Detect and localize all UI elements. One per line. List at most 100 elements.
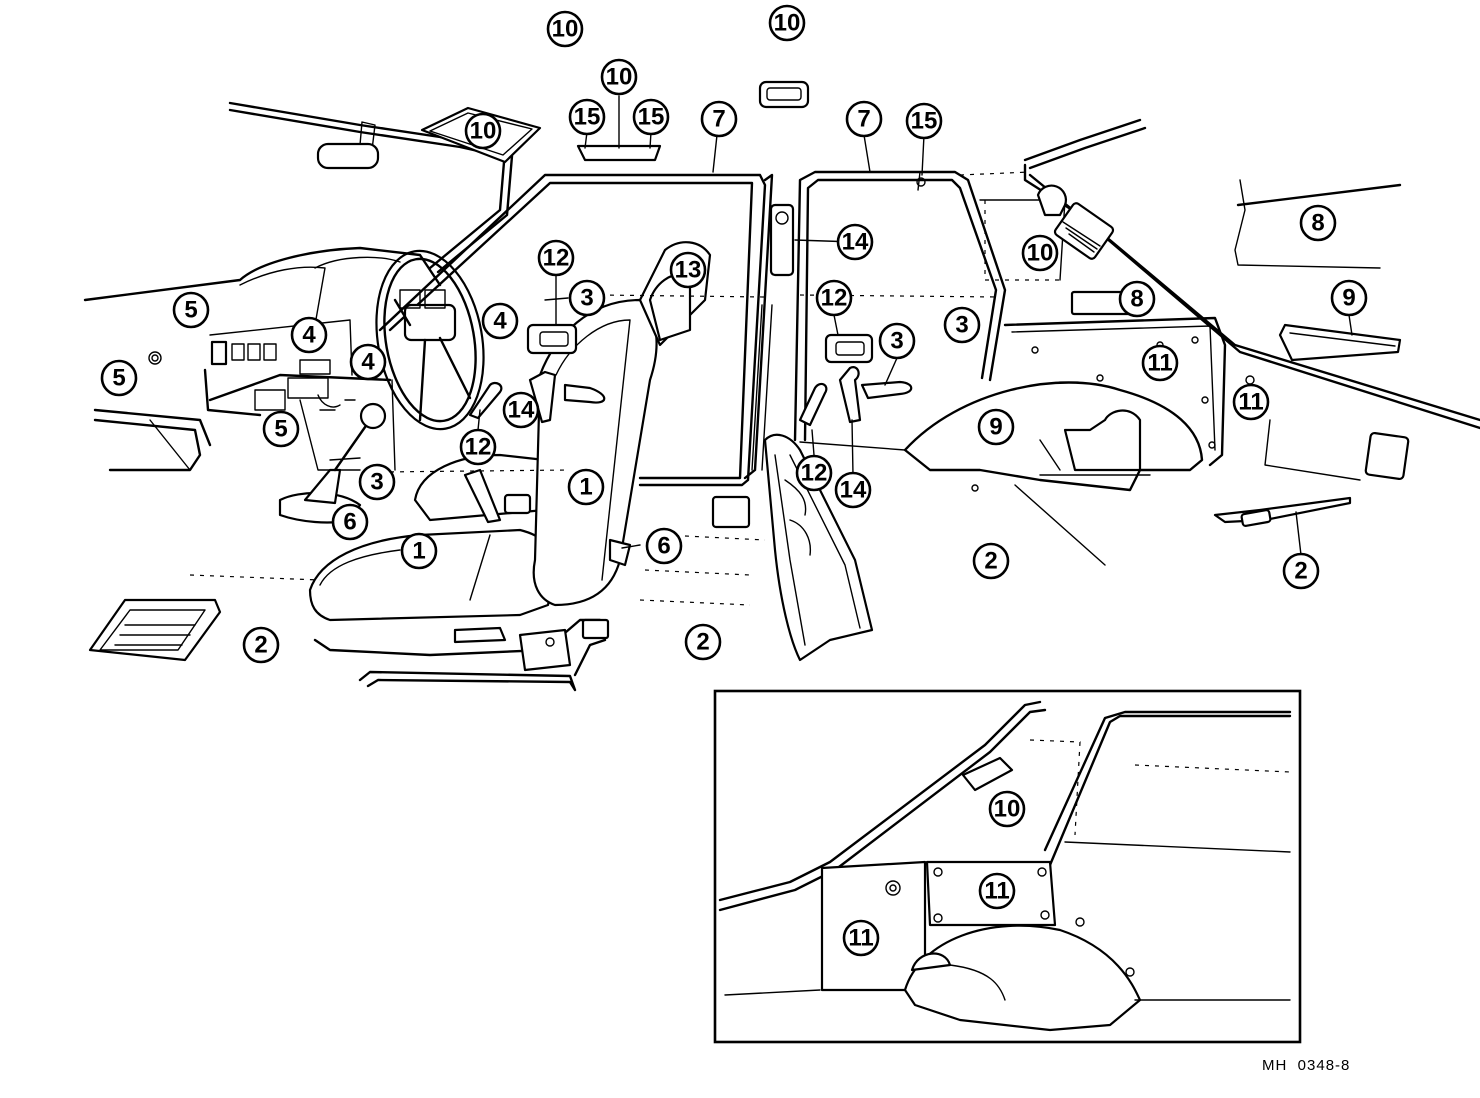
- callout-2: 2: [1282, 552, 1320, 590]
- rear-seat-belt: [1213, 496, 1352, 527]
- svg-text:6: 6: [343, 509, 356, 536]
- callout-6: 6: [331, 503, 369, 541]
- callout-10: 10: [464, 112, 502, 150]
- callout-10: 10: [600, 58, 638, 96]
- center-pillar: [711, 173, 795, 529]
- callout-7: 7: [845, 100, 883, 138]
- callout-15: 15: [568, 98, 606, 136]
- svg-text:7: 7: [712, 106, 725, 133]
- callout-15: 15: [905, 102, 943, 140]
- callout-12: 12: [815, 279, 853, 317]
- svg-text:3: 3: [580, 285, 593, 312]
- svg-text:10: 10: [774, 10, 801, 37]
- callout-14: 14: [834, 471, 872, 509]
- svg-text:6: 6: [657, 533, 670, 560]
- callout-2: 2: [972, 542, 1010, 580]
- callout-8: 8: [1118, 280, 1156, 318]
- svg-text:11: 11: [848, 925, 873, 952]
- svg-text:11: 11: [1238, 389, 1263, 416]
- callout-15: 15: [632, 98, 670, 136]
- svg-text:14: 14: [508, 397, 535, 424]
- svg-text:5: 5: [184, 297, 197, 324]
- shift-lever: [278, 394, 387, 524]
- callout-2: 2: [242, 626, 280, 664]
- svg-text:9: 9: [989, 414, 1002, 441]
- svg-text:8: 8: [1311, 210, 1324, 237]
- svg-text:7: 7: [857, 106, 870, 133]
- svg-text:12: 12: [801, 460, 828, 487]
- callout-6: 6: [645, 527, 683, 565]
- assist-grip: [576, 144, 662, 162]
- callout-5: 5: [262, 410, 300, 448]
- callout-3: 3: [878, 322, 916, 360]
- callout-12: 12: [459, 428, 497, 466]
- passenger-seat: [413, 453, 554, 524]
- svg-text:1: 1: [579, 474, 592, 501]
- svg-text:1: 1: [412, 538, 425, 565]
- svg-text:15: 15: [638, 104, 665, 131]
- back-window-trim: [1234, 179, 1402, 362]
- svg-text:2: 2: [696, 629, 709, 656]
- svg-text:13: 13: [675, 257, 702, 284]
- callout-14: 14: [836, 223, 874, 261]
- callout-4: 4: [481, 302, 519, 340]
- svg-text:10: 10: [606, 64, 633, 91]
- svg-text:5: 5: [112, 365, 125, 392]
- svg-text:3: 3: [370, 469, 383, 496]
- callout-10: 10: [768, 4, 806, 42]
- callout-11: 11: [1232, 383, 1270, 421]
- svg-text:15: 15: [911, 108, 938, 135]
- svg-text:4: 4: [361, 349, 375, 376]
- svg-text:4: 4: [493, 308, 507, 335]
- callout-9: 9: [977, 408, 1015, 446]
- steering-wheel: [375, 249, 485, 431]
- svg-text:10: 10: [994, 796, 1021, 823]
- svg-text:2: 2: [1294, 558, 1307, 585]
- floor-mat: [88, 598, 222, 662]
- svg-text:3: 3: [955, 312, 968, 339]
- reference-code: MH 0348-8: [1262, 1057, 1351, 1074]
- svg-text:5: 5: [274, 416, 287, 443]
- callout-10: 10: [546, 10, 584, 48]
- callout-12: 12: [795, 454, 833, 492]
- svg-text:12: 12: [821, 285, 848, 312]
- callout-7: 7: [700, 100, 738, 138]
- front-door-weatherstrip: [378, 173, 767, 487]
- callout-3: 3: [568, 279, 606, 317]
- rear-side-trim: [903, 316, 1410, 566]
- svg-text:9: 9: [1342, 285, 1355, 312]
- inset-detail: [713, 689, 1302, 1044]
- svg-text:11: 11: [1147, 350, 1172, 377]
- callout-12: 12: [537, 239, 575, 277]
- rear-door-trim: [798, 333, 913, 451]
- callout-11: 11: [1141, 344, 1179, 382]
- dome-light: [758, 80, 810, 109]
- callout-3: 3: [943, 306, 981, 344]
- callout-11: 11: [978, 872, 1016, 910]
- svg-text:10: 10: [1027, 240, 1054, 267]
- instrument-panel: [83, 246, 442, 472]
- callout-10: 10: [988, 790, 1026, 828]
- rear-quarter-area: [959, 118, 1480, 430]
- svg-text:4: 4: [302, 322, 316, 349]
- callout-4: 4: [290, 316, 328, 354]
- svg-text:8: 8: [1130, 286, 1143, 313]
- callout-13: 13: [669, 251, 707, 289]
- callout-4: 4: [349, 343, 387, 381]
- callout-5: 5: [172, 291, 210, 329]
- rear-view-mirror: [316, 121, 380, 170]
- callout-14: 14: [502, 391, 540, 429]
- rear-door-weatherstrip: [793, 170, 1007, 442]
- svg-text:10: 10: [470, 118, 497, 145]
- callout-2: 2: [684, 623, 722, 661]
- svg-text:2: 2: [254, 632, 267, 659]
- svg-text:14: 14: [842, 229, 869, 256]
- front-door-trim: [379, 323, 606, 473]
- svg-text:14: 14: [840, 477, 867, 504]
- callout-1: 1: [400, 532, 438, 570]
- svg-text:12: 12: [465, 434, 492, 461]
- callout-11: 11: [842, 919, 880, 957]
- callout-1: 1: [567, 468, 605, 506]
- callout-10: 10: [1021, 234, 1059, 272]
